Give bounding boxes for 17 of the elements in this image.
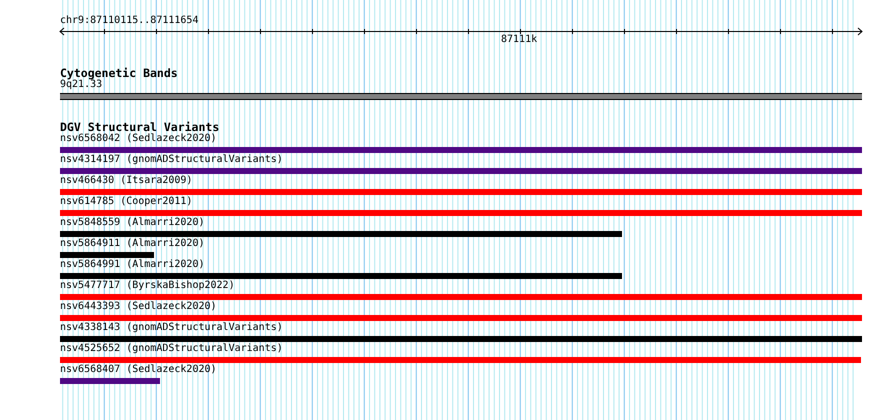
variant-label: nsv4338143 (gnomADStructuralVariants) — [60, 322, 283, 334]
variant-label: nsv614785 (Cooper2011) — [60, 196, 192, 208]
band-label: 9q21.33 — [60, 79, 102, 91]
variant-label: nsv5848559 (Almarri2020) — [60, 217, 204, 229]
variant-label: nsv466430 (Itsara2009) — [60, 175, 192, 187]
variant-label: nsv4314197 (gnomADStructuralVariants) — [60, 154, 283, 166]
variant-label: nsv4525652 (gnomADStructuralVariants) — [60, 343, 283, 355]
variant-label: nsv6568407 (Sedlazeck2020) — [60, 364, 217, 376]
coordinate-label: chr9:87110115..87111654 — [60, 15, 198, 27]
track-title: Cytogenetic Bands — [60, 67, 178, 80]
variant-label: nsv5864911 (Almarri2020) — [60, 238, 204, 250]
variant-label: nsv5864991 (Almarri2020) — [60, 259, 204, 271]
variant-label: nsv5477717 (ByrskaBishop2022) — [60, 280, 235, 292]
variant-label: nsv6568042 (Sedlazeck2020) — [60, 133, 217, 145]
tick-label: 87111k — [501, 34, 538, 46]
variant-label: nsv6443393 (Sedlazeck2020) — [60, 301, 217, 313]
track-title: DGV Structural Variants — [60, 121, 220, 134]
